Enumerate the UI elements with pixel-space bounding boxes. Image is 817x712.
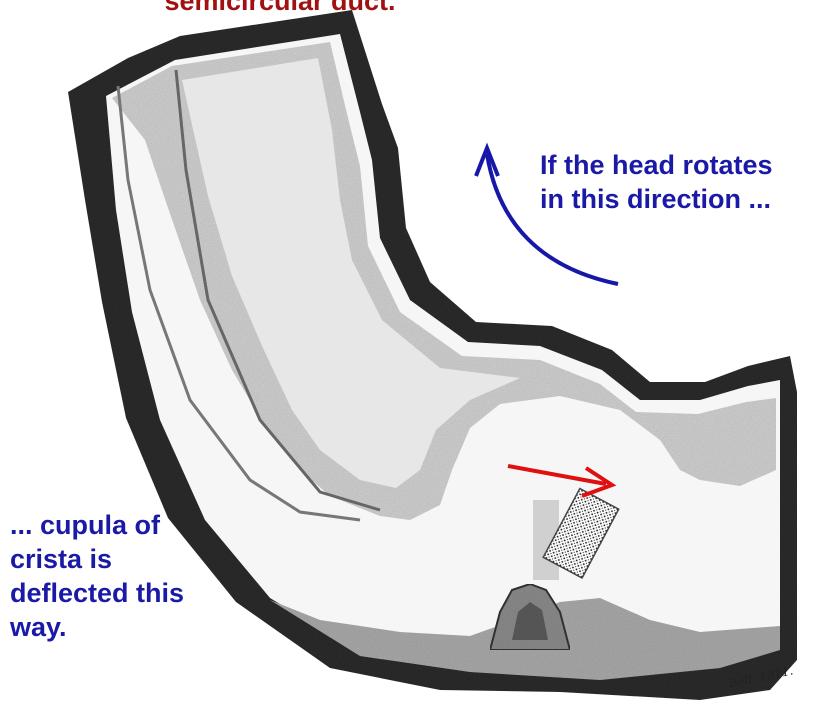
head-rotation-label: If the head rotates in this direction ..… [540, 148, 773, 216]
duct-title: semicircular duct. [0, 0, 560, 17]
cupula-deflection-label: ... cupula of crista is deflected this w… [10, 508, 184, 644]
